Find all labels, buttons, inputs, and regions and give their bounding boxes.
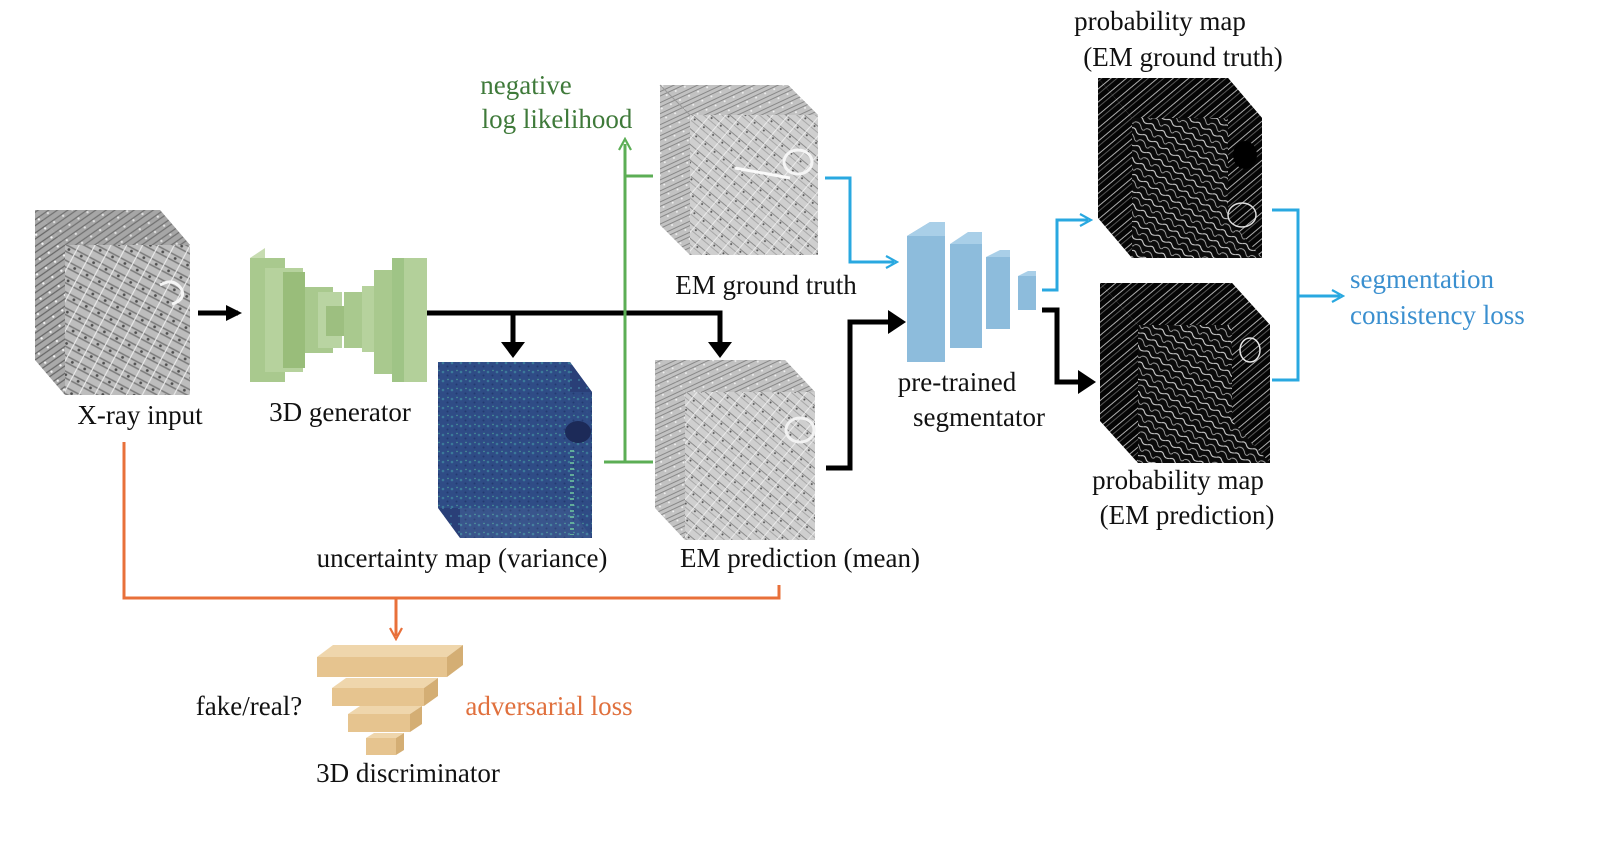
arrow-groundtruth-to-segmentator [825, 176, 894, 262]
xray-input-cube [35, 210, 190, 395]
segmentator-block [907, 222, 1036, 362]
seg-loss-label-line1: segmentation [1350, 264, 1494, 294]
fake-real-label: fake/real? [196, 691, 302, 721]
segmentator-label-line1: pre-trained [898, 367, 1017, 397]
adversarial-connector [122, 442, 781, 636]
discriminator-label: 3D discriminator [316, 758, 500, 788]
probmap-pred-label-line2: (EM prediction) [1100, 500, 1275, 530]
probmap-pred-label-line1: probability map [1092, 465, 1264, 495]
arrow-head-segmentator [888, 310, 906, 334]
probmap-gt-label-line1: probability map [1074, 6, 1246, 36]
adversarial-loss-label: adversarial loss [465, 691, 632, 721]
uncertainty-map-cube [438, 362, 592, 538]
probability-map-pred-cube [1100, 283, 1270, 463]
generator-label: 3D generator [269, 397, 411, 427]
uncertainty-map-label: uncertainty map (variance) [317, 543, 608, 573]
probability-map-gt-cube [1098, 78, 1262, 258]
arrow-head-probmap-pred [1078, 370, 1096, 394]
arrow-segmentator-to-probmap-pred [1042, 307, 1082, 385]
nll-label-line2: log likelihood [482, 104, 633, 134]
nll-connector [604, 144, 653, 464]
arrow-generator-to-prediction [427, 310, 723, 350]
em-ground-truth-label: EM ground truth [675, 270, 857, 300]
arrow-segmentator-to-probmap-gt [1042, 220, 1088, 292]
probmap-gt-label-line2: (EM ground truth) [1083, 42, 1282, 72]
xray-input-label: X-ray input [77, 400, 203, 430]
seg-loss-label-line2: consistency loss [1350, 300, 1525, 330]
nll-label-line1: negative [480, 70, 571, 100]
discriminator-block [317, 645, 463, 755]
arrow-prediction-to-segmentator [826, 319, 895, 471]
segmentator-label-line2: segmentator [913, 402, 1045, 432]
seg-consistency-connector [1272, 208, 1340, 382]
em-prediction-cube [655, 360, 816, 540]
arrow-head-prediction [708, 342, 732, 358]
em-ground-truth-cube [659, 84, 818, 255]
generator-block [250, 248, 427, 382]
em-prediction-label: EM prediction (mean) [680, 543, 920, 573]
arrow-head-uncertainty [501, 342, 525, 358]
